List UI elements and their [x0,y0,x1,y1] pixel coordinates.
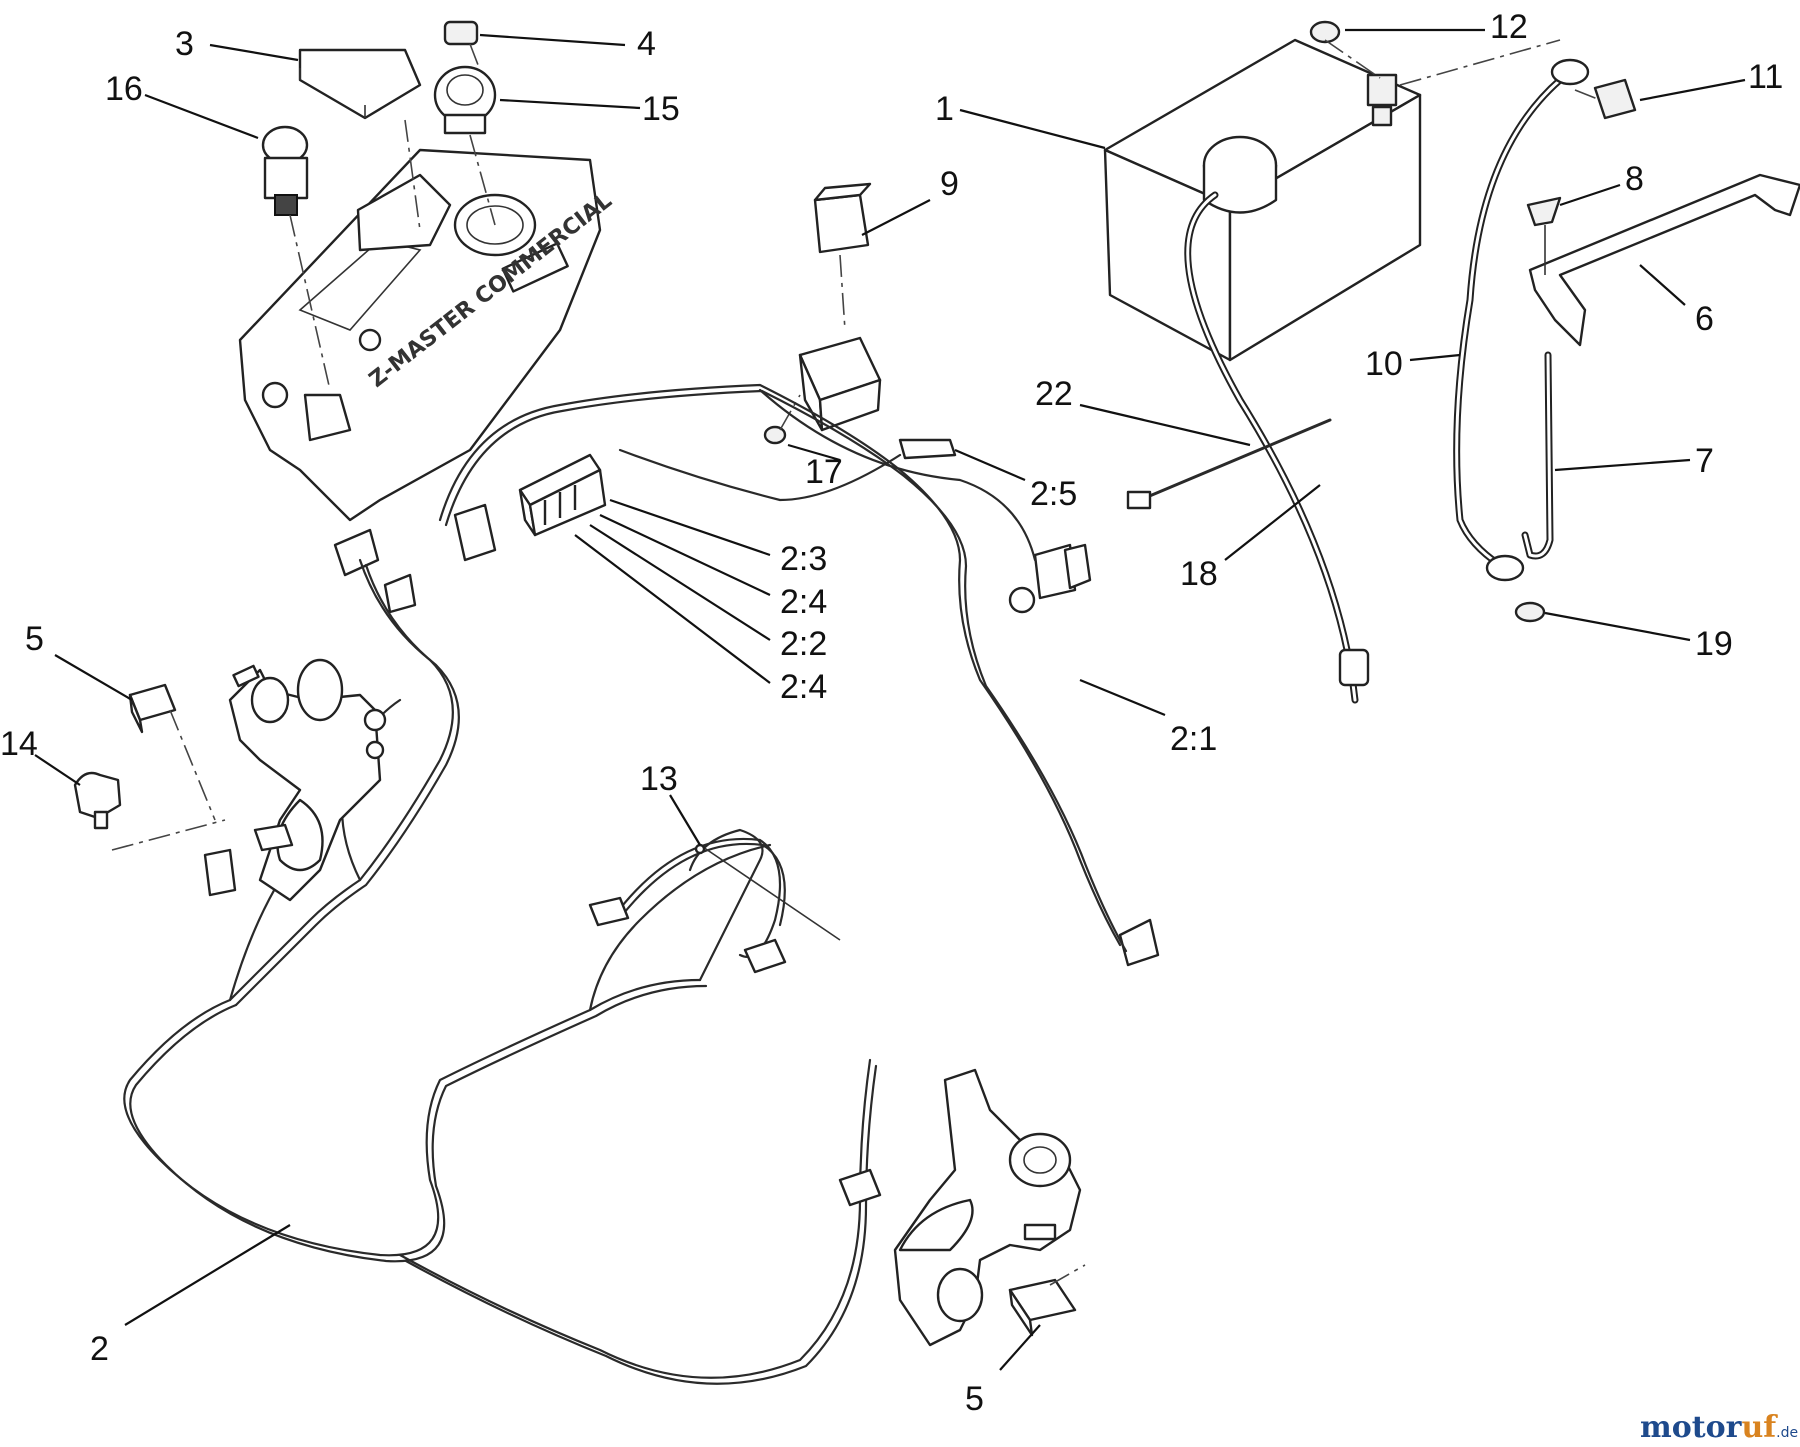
part-4-key [443,20,481,71]
callout-2-4-lower: 2:4 [780,668,827,706]
callout-15: 15 [642,90,680,128]
callout-13: 13 [640,760,678,798]
part-1-battery [1103,38,1422,362]
callout-19: 19 [1695,625,1733,663]
callout-12: 12 [1490,8,1528,46]
callout-17: 17 [805,453,843,491]
callout-2-1: 2:1 [1170,720,1217,758]
callout-5-bottom: 5 [965,1380,984,1418]
callout-16: 16 [105,70,143,108]
callout-8: 8 [1625,160,1644,198]
connector-2-1 [1008,543,1092,614]
callout-2-2: 2:2 [780,625,827,663]
watermark-part2: uf [1741,1410,1778,1445]
watermark-suffix: .de [1776,1425,1798,1441]
callout-7: 7 [1695,442,1714,480]
callout-6: 6 [1695,300,1714,338]
connector-c [383,573,417,614]
connector-2-5 [898,438,957,460]
part-6-bracket [1528,173,1800,347]
part-19-washer [1514,601,1546,623]
connector-a [333,528,380,577]
part-18-cable [1184,191,1370,704]
callout-10: 10 [1365,345,1403,383]
callout-2-5: 2:5 [1030,475,1077,513]
rh-control-bracket [228,658,387,902]
connector-lh [838,1168,882,1207]
watermark: motoruf.de [1640,1410,1798,1445]
connector-rh [203,823,294,897]
connector-right-end [1118,918,1160,967]
part-22-cable-tie [1126,418,1332,510]
part-5-switch-top [128,683,216,821]
callout-4: 4 [637,25,656,63]
callout-2-3: 2:3 [780,540,827,578]
part-14-switch [73,771,226,851]
part-17-fastener [763,394,801,445]
fuse-block [518,453,607,537]
part-11-bolt [1574,78,1637,120]
watermark-part1: motor [1640,1410,1743,1445]
part-7-j-bolt [1521,351,1554,560]
part-10-cable [1453,58,1590,582]
callout-1: 1 [935,90,954,128]
leader-lines [34,28,1746,1371]
part-3-cover [298,48,422,231]
lh-control-bracket [893,1068,1082,1347]
part-5-switch-bottom [1008,1264,1086,1337]
control-panel: Z-MASTER COMMERCIAL [238,148,617,522]
connector-b [453,503,497,562]
callout-14: 14 [0,725,38,763]
svg-text:motoruf.de: motoruf.de [1640,1410,1798,1445]
callout-2-4-upper: 2:4 [780,583,827,621]
part-9-relay [813,182,872,331]
callout-2: 2 [90,1330,109,1368]
part-13-harness [588,837,841,974]
part-8-wingnut [1526,196,1562,275]
relay-socket [798,336,882,432]
callout-11: 11 [1748,58,1783,96]
callout-18: 18 [1180,555,1218,593]
callout-labels: 3 4 15 16 1 12 11 8 6 10 7 19 22 18 9 17… [0,8,1783,1418]
callout-5-top: 5 [25,620,44,658]
callout-9: 9 [940,165,959,203]
part-15-ignition-switch [433,65,497,226]
part-16-push-button [261,125,331,391]
part-12-washer [1309,20,1561,86]
callout-3: 3 [175,25,194,63]
callout-22: 22 [1035,375,1073,413]
